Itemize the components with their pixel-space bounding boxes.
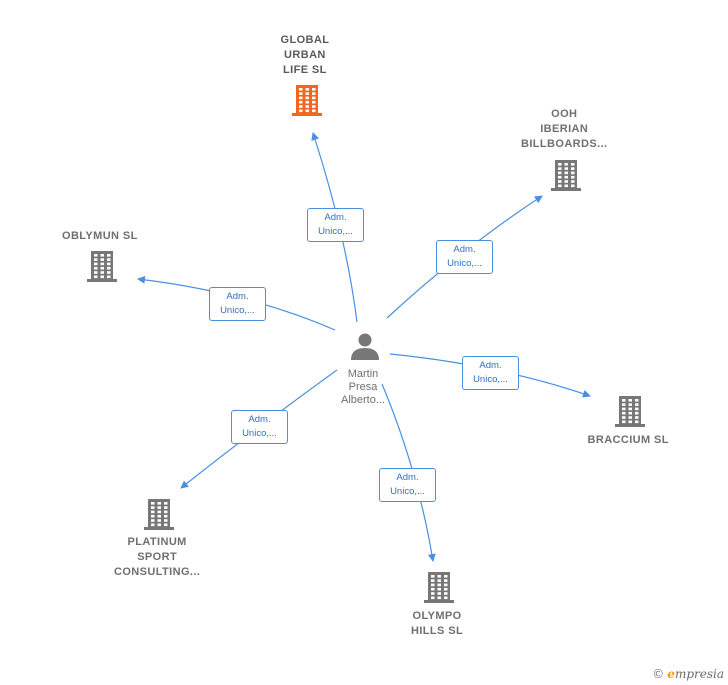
relation-label-braccium[interactable]: Adm. Unico,...	[462, 356, 519, 390]
nodes	[87, 85, 645, 603]
building-icon	[87, 251, 117, 282]
relation-label-olympo-hills[interactable]: Adm. Unico,...	[379, 468, 436, 502]
relation-label-line: Adm.	[324, 212, 347, 223]
company-label-global-urban-life[interactable]: GLOBAL URBAN LIFE SL	[281, 33, 330, 78]
company-label-line: IBERIAN	[540, 123, 589, 135]
company-label-oblymun[interactable]: OBLYMUN SL	[62, 229, 138, 244]
company-label-line: SPORT	[137, 551, 178, 563]
edges	[137, 132, 591, 562]
relation-label-line: Adm.	[479, 360, 502, 371]
company-label-line: GLOBAL	[280, 34, 330, 46]
company-label-line: PLATINUM	[127, 536, 187, 548]
person-label-line: Presa	[348, 381, 378, 393]
building-icon	[292, 85, 322, 116]
person-label-line: Martin	[347, 368, 379, 380]
company-label-line: OOH	[551, 108, 578, 120]
building-icon	[424, 572, 454, 603]
company-label-line: BILLBOARDS...	[521, 138, 608, 150]
relation-label-line: Adm.	[453, 244, 476, 255]
copyright-icon: ©	[652, 667, 665, 681]
person-icon	[351, 333, 379, 360]
company-label-line: OLYMPO	[412, 610, 462, 622]
relation-label-platinum-sport[interactable]: Adm. Unico,...	[231, 410, 288, 444]
brand-mark: ©empresia	[652, 667, 724, 681]
relation-label-line: Unico,...	[220, 305, 255, 316]
brand-name: mpresia	[674, 667, 724, 681]
relation-label-line: Unico,...	[473, 374, 508, 385]
relation-label-ooh-iberian[interactable]: Adm. Unico,...	[436, 240, 493, 274]
company-label-line: LIFE SL	[283, 64, 327, 76]
company-label-ooh-iberian[interactable]: OOH IBERIAN BILLBOARDS...	[521, 107, 607, 152]
company-label-line: OBLYMUN SL	[62, 230, 138, 242]
company-label-platinum-sport[interactable]: PLATINUM SPORT CONSULTING...	[114, 535, 200, 580]
relation-label-line: Adm.	[248, 414, 271, 425]
building-icon	[615, 396, 645, 427]
person-label-line: Alberto...	[341, 394, 386, 406]
relation-label-line: Unico,...	[390, 486, 425, 497]
company-label-braccium[interactable]: BRACCIUM SL	[588, 433, 669, 448]
brand-initial: e	[667, 667, 675, 681]
company-label-line: URBAN	[284, 49, 326, 61]
relation-label-line: Adm.	[226, 291, 249, 302]
building-icon	[144, 499, 174, 530]
company-label-olympo-hills[interactable]: OLYMPO HILLS SL	[411, 609, 463, 639]
company-label-line: BRACCIUM SL	[587, 434, 669, 446]
building-icon	[551, 160, 581, 191]
relation-label-line: Unico,...	[318, 226, 353, 237]
relation-label-line: Adm.	[396, 472, 419, 483]
company-label-line: CONSULTING...	[114, 566, 201, 578]
relation-label-oblymun[interactable]: Adm. Unico,...	[209, 287, 266, 321]
relation-label-line: Unico,...	[242, 428, 277, 439]
relation-label-line: Unico,...	[447, 258, 482, 269]
relation-label-global-urban-life[interactable]: Adm. Unico,...	[307, 208, 364, 242]
company-label-line: HILLS SL	[411, 625, 464, 637]
